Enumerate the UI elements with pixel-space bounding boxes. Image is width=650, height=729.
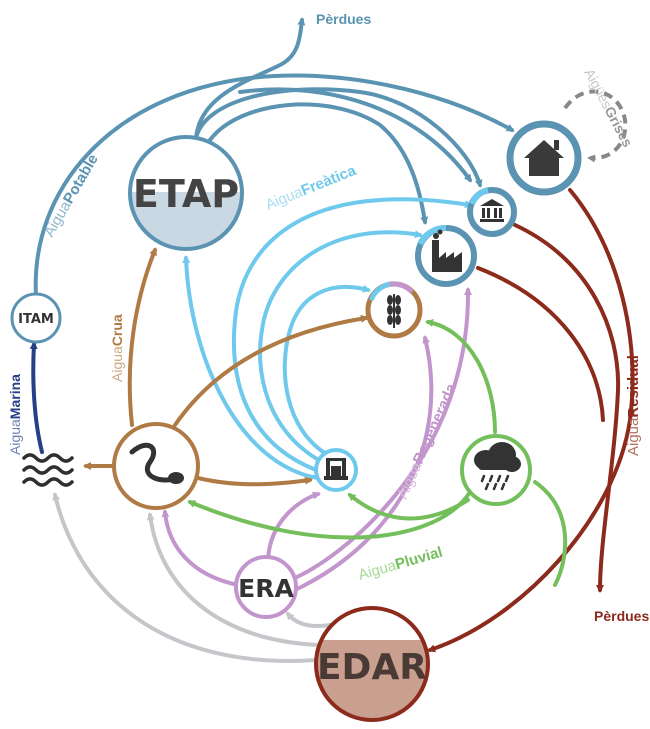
etap-to-public-arrow [194,87,483,188]
era-to-industry-arrow [288,287,473,582]
itam-to-house-arrow [33,73,515,298]
pluvial-flows [187,319,568,587]
era-to-river-arrow [161,509,240,587]
potable-water-label: AiguaPotable [41,151,102,240]
house-icon [524,140,564,176]
edar-to-river-arrow [146,512,320,647]
factory-icon [432,229,462,272]
river-to-well-arrow [196,476,313,487]
rain-cloud-icon [474,442,521,491]
well-to-agriculture-arrow [282,284,371,457]
rain-runoff-line [533,480,568,587]
rain-to-agriculture-arrow [425,319,497,434]
etap-label: ETAP [133,172,239,216]
river-to-etap-arrow [127,247,157,427]
house-to-edar-arrow [427,188,635,653]
sea-waves-icon [22,453,74,487]
groundwater-well-icon [324,458,348,480]
raw-water-label: AiguaCrua [109,314,125,382]
etap-node: ETAP [128,135,244,251]
edar-label: EDAR [317,647,427,688]
grey-flows [52,492,332,663]
agriculture-wheat-icon [387,294,401,328]
industry-to-residual-line [476,266,605,422]
era-to-well-arrow [266,491,321,562]
freatica-flows [182,197,473,480]
etap-to-industry-arrow [208,102,429,225]
house-node [506,120,582,196]
edar-to-sea-arrow [52,492,318,663]
era-label: ERA [238,574,294,603]
well-to-industry-arrow [258,230,423,464]
grey-water-loop-arrow [563,89,628,163]
potable-losses-arrow [194,17,306,140]
wastewater-label: AiguaResidual [625,355,642,456]
itam-label: ITAM [18,312,54,327]
rain-water-label: AiguaPluvial [356,544,444,584]
public-building-node [467,187,517,237]
river-node [112,422,200,510]
marina-flows [29,341,44,454]
rain-to-well-arrow [347,493,470,521]
river-to-agriculture-arrow [173,314,369,427]
era-node: ERA [234,555,298,619]
rain-node [460,434,532,506]
itam-node: ITAM [10,292,62,344]
grey-water-label: AigüesGrises [581,66,636,150]
residual-losses-arrow [513,223,621,593]
agriculture-node [365,281,423,339]
public-building-icon [480,199,504,222]
sea-to-itam-arrow [29,341,44,454]
potable-to-public-arrow-2 [238,87,472,183]
crua-flows [83,247,369,487]
industry-node [415,225,477,287]
reclaimed-water-label: AiguaRegenerada [394,381,460,502]
well-to-public-arrow [231,197,473,472]
regenerada-flows [161,287,473,592]
residual-flows [427,188,635,653]
potable-losses-label: Pèrdues [316,11,371,27]
era-to-agriculture-arrow [293,335,434,592]
residual-losses-label: Pèrdues [594,608,649,624]
potable-flows [33,17,515,298]
edar-to-era-arrow [286,611,332,628]
well-to-etap-arrow [182,255,320,480]
well-node [314,448,358,492]
sea-water-label: AiguaMarina [7,374,23,455]
river-icon [129,442,181,483]
edar-node: EDAR [314,606,430,722]
